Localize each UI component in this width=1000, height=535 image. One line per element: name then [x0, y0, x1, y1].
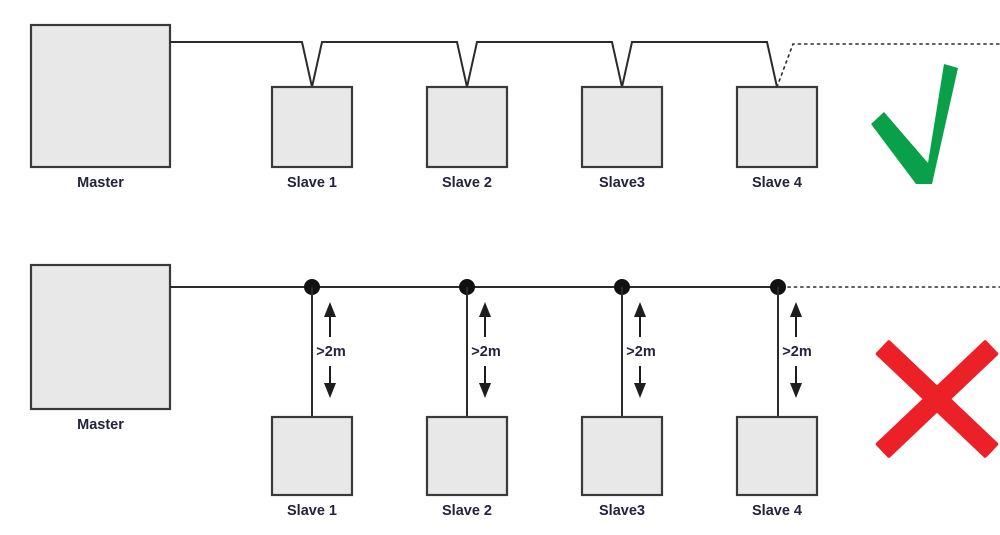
master-box-incorrect — [29, 263, 172, 411]
slave-box-3-incorrect — [580, 415, 664, 497]
stub-arrow-down-head-1 — [324, 383, 336, 398]
incorrect-topology-row: Master >2m Slave 1 >2m Slave 2 — [29, 263, 1000, 519]
slave-label-1-incorrect: Slave 1 — [287, 503, 337, 519]
slave-label-4-correct: Slave 4 — [752, 175, 802, 191]
slave-label-2-correct: Slave 2 — [442, 175, 492, 191]
correct-topology-row: Master Slave 1 Slave 2 Slave3 Slave 4 — [29, 23, 1000, 191]
cross-mark-icon — [875, 340, 999, 458]
master-label-incorrect: Master — [77, 417, 124, 433]
slave-label-2-incorrect: Slave 2 — [442, 503, 492, 519]
stub-arrow-down-head-4 — [790, 383, 802, 398]
slave-box-4-incorrect — [735, 415, 819, 497]
stub-arrow-up-head-1 — [324, 302, 336, 317]
stub-arrow-down-head-3 — [634, 383, 646, 398]
stub-arrow-up-head-2 — [479, 302, 491, 317]
daisy-chain-trunk — [170, 41, 778, 88]
slave-label-3-incorrect: Slave3 — [599, 503, 645, 519]
master-label-correct: Master — [77, 175, 124, 191]
stub-arrow-down-head-2 — [479, 383, 491, 398]
master-box-correct — [29, 23, 172, 169]
slave-box-1-incorrect — [270, 415, 354, 497]
stub-distance-label-4: >2m — [782, 344, 811, 360]
slave-box-2-incorrect — [425, 415, 509, 497]
slave-label-3-correct: Slave3 — [599, 175, 645, 191]
check-mark-icon — [871, 64, 958, 184]
stub-distance-label-3: >2m — [626, 344, 655, 360]
bus-continuation-dotted-correct — [776, 43, 1000, 88]
stub-arrow-up-head-3 — [634, 302, 646, 317]
slave-label-1-correct: Slave 1 — [287, 175, 337, 191]
slave-box-1-correct — [270, 85, 354, 169]
stub-arrow-up-head-4 — [790, 302, 802, 317]
stub-distance-label-2: >2m — [471, 344, 500, 360]
slave-box-2-correct — [425, 85, 509, 169]
slave-box-3-correct — [580, 85, 664, 169]
stub-distance-label-1: >2m — [316, 344, 345, 360]
slave-label-4-incorrect: Slave 4 — [752, 503, 802, 519]
slave-box-4-correct — [735, 85, 819, 169]
